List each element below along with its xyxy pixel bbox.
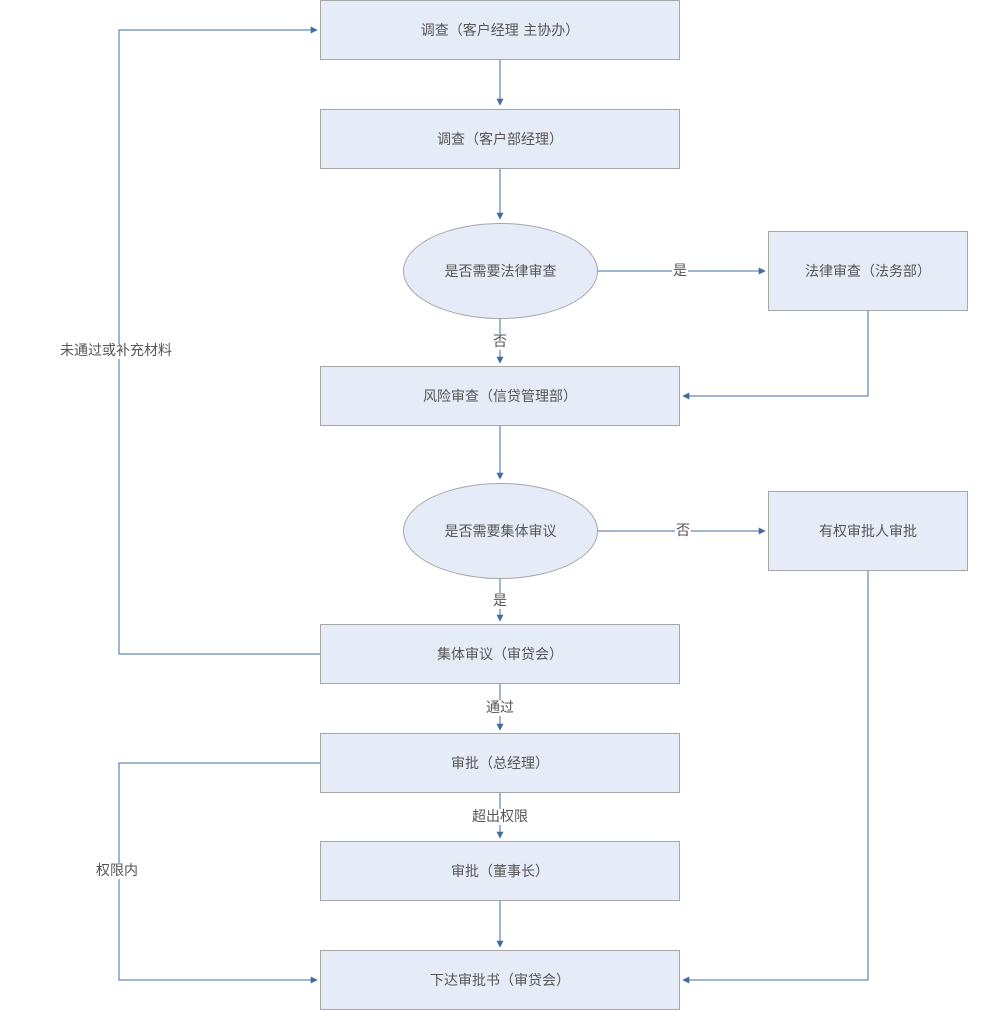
node-collective-review-needed: 是否需要集体审议 — [403, 483, 598, 579]
node-approval-gm: 审批（总经理） — [320, 733, 680, 793]
edge-gm-within-authority — [118, 762, 320, 984]
edge-collective-failed-loop — [118, 26, 320, 655]
edge-authorized-to-issue — [682, 571, 869, 984]
node-authorized-approver: 有权审批人审批 — [768, 491, 968, 571]
label-legal-no: 否 — [492, 334, 508, 350]
node-collective-review: 集体审议（审贷会） — [320, 624, 680, 684]
edge-legal-review-to-risk — [682, 311, 869, 400]
node-approval-chairman: 审批（董事长） — [320, 841, 680, 901]
label-collective-no: 否 — [675, 523, 691, 539]
label-within-authority: 权限内 — [95, 863, 139, 879]
label-legal-yes: 是 — [672, 263, 688, 279]
label-collective-yes: 是 — [492, 593, 508, 609]
label-passed: 通过 — [485, 700, 515, 716]
node-legal-review: 法律审查（法务部） — [768, 231, 968, 311]
node-survey-department-manager: 调查（客户部经理） — [320, 109, 680, 169]
node-legal-review-needed: 是否需要法律审查 — [403, 223, 598, 319]
node-survey-account-manager: 调查（客户经理 主协办） — [320, 0, 680, 60]
node-risk-review: 风险审查（信贷管理部） — [320, 366, 680, 426]
label-exceeds-authority: 超出权限 — [471, 809, 529, 825]
label-failed-or-supplement: 未通过或补充材料 — [59, 343, 173, 359]
node-issue-approval: 下达审批书（审贷会） — [320, 950, 680, 1010]
